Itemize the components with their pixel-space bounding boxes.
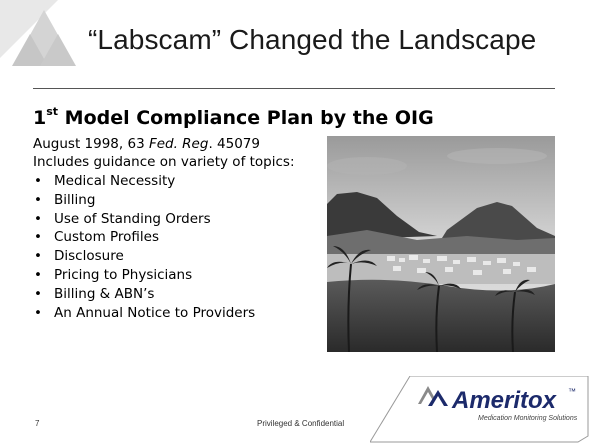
- list-item-label: Billing & ABN’s: [54, 285, 155, 302]
- list-item-label: Disclosure: [54, 248, 124, 265]
- list-item: • Billing: [33, 191, 255, 210]
- list-item: • Use of Standing Orders: [33, 210, 255, 229]
- heading-ordinal: st: [46, 105, 59, 118]
- citation-italic: Fed. Reg: [148, 136, 209, 152]
- title-divider: [33, 88, 555, 89]
- brand-name: Ameritox: [451, 387, 558, 414]
- bullet-icon: •: [34, 191, 42, 208]
- citation-suffix: . 45079: [208, 136, 260, 152]
- list-item-label: Use of Standing Orders: [54, 210, 211, 227]
- brand-tagline: Medication Monitoring Solutions: [478, 415, 578, 422]
- heading-text: Model Compliance Plan by the OIG: [58, 107, 434, 129]
- citation-prefix: August 1998, 63: [33, 136, 149, 152]
- list-item: • Billing & ABN’s: [33, 285, 255, 304]
- list-item-label: Billing: [54, 191, 96, 208]
- list-item: • Medical Necessity: [33, 172, 255, 191]
- bullet-icon: •: [34, 266, 42, 283]
- bullet-icon: •: [34, 248, 42, 265]
- bullet-icon: •: [34, 229, 42, 246]
- bullet-icon: •: [34, 173, 42, 189]
- triangle-logo-icon: [0, 0, 76, 66]
- list-item: • An Annual Notice to Providers: [33, 304, 255, 323]
- brand-trademark: ™: [568, 387, 576, 396]
- citation-line: August 1998, 63 Fed. Reg. 45079: [33, 136, 260, 153]
- bullet-icon: •: [34, 210, 42, 227]
- list-item-label: An Annual Notice to Providers: [54, 304, 256, 321]
- page-number: 7: [35, 419, 40, 428]
- slide-title: “Labscam” Changed the Landscape: [88, 24, 537, 55]
- bullet-icon: •: [34, 285, 42, 302]
- ameritox-logo-icon: Ameritox ™ Medication Monitoring Solutio…: [370, 376, 589, 443]
- confidential-label: Privileged & Confidential: [257, 419, 345, 428]
- list-item-label: Custom Profiles: [54, 229, 160, 246]
- list-item: • Custom Profiles: [33, 228, 255, 247]
- section-heading: 1st Model Compliance Plan by the OIG: [33, 105, 434, 129]
- list-item: • Disclosure: [33, 247, 255, 266]
- list-item-label: Medical Necessity: [54, 173, 176, 189]
- topic-list: • Medical Necessity • Billing • Use of Stan…: [33, 172, 255, 322]
- heading-number: 1: [33, 107, 47, 129]
- list-item: • Pricing to Physicians: [33, 266, 255, 285]
- landscape-photo: [327, 136, 555, 352]
- list-item-label: Pricing to Physicians: [54, 266, 193, 283]
- intro-line: Includes guidance on variety of topics:: [33, 154, 295, 170]
- bullet-icon: •: [34, 304, 42, 321]
